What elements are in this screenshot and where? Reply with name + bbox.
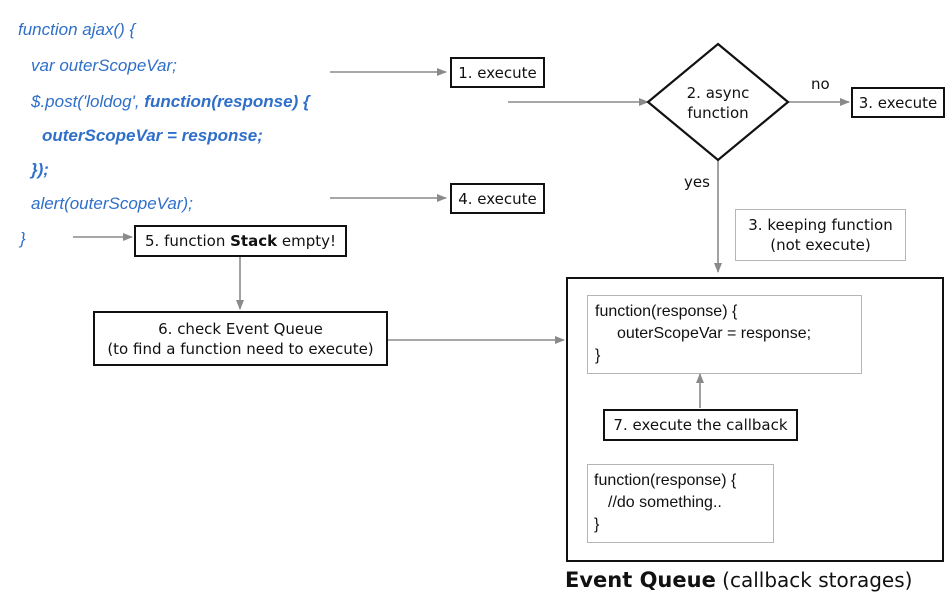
async-label-line-2: function: [687, 104, 749, 122]
check-queue-line-1: 6. check Event Queue: [158, 319, 323, 338]
code-post-callback: function(response) {: [144, 92, 310, 111]
event-queue-caption-subtitle: (callback storages): [715, 568, 913, 592]
stack-suffix: empty!: [277, 232, 336, 250]
check-queue-line-2: (to find a function need to execute): [107, 339, 374, 358]
queued-fn2-line-3: }: [594, 516, 600, 533]
step-1-execute-box: 1. execute: [450, 57, 545, 88]
code-line-assignment: outerScopeVar = response;: [42, 126, 263, 145]
step-3-keeping-function-box: 3. keeping function (not execute): [735, 209, 906, 261]
code-line-post-call: $.post('loldog', function(response) {: [31, 92, 310, 112]
code-line-callback-close: });: [31, 160, 49, 179]
step-4-label: 4. execute: [458, 189, 537, 208]
step-6-check-event-queue-box: 6. check Event Queue (to find a function…: [93, 311, 388, 366]
stack-prefix: 5. function: [145, 232, 231, 250]
no-branch-label: no: [811, 75, 830, 93]
keeping-line-2: (not execute): [770, 236, 871, 254]
step-4-execute-box: 4. execute: [450, 183, 545, 214]
queued-fn2-line-2: //do something..: [608, 494, 722, 511]
queued-callback-function-2: function(response) { //do something.. }: [587, 464, 774, 543]
step-3-execute-box: 3. execute: [851, 87, 945, 118]
async-decision-diamond: [646, 42, 790, 162]
code-line-function-ajax: function ajax() {: [18, 20, 136, 39]
step-7-execute-callback-box: 7. execute the callback: [603, 409, 798, 441]
event-queue-caption-title: Event Queue: [565, 568, 716, 592]
event-queue-container: [566, 277, 944, 562]
queued-fn1-line-2: outerScopeVar = response;: [617, 325, 812, 342]
queued-fn1-line-1: function(response) {: [595, 303, 738, 320]
code-line-function-close: }: [20, 229, 26, 248]
queued-fn1-line-3: }: [595, 347, 601, 364]
event-queue-caption: Event Queue (callback storages): [565, 568, 912, 592]
queued-callback-function-1: function(response) { outerScopeVar = res…: [587, 295, 862, 374]
step-1-label: 1. execute: [458, 63, 537, 82]
async-diamond-label: 2. async function: [679, 83, 757, 123]
queued-fn2-line-1: function(response) {: [594, 472, 737, 489]
code-line-alert: alert(outerScopeVar);: [31, 194, 193, 213]
stack-bold-word: Stack: [230, 232, 278, 250]
code-line-var-declaration: var outerScopeVar;: [31, 56, 177, 75]
code-post-prefix: $.post('loldog',: [31, 92, 145, 111]
yes-branch-label: yes: [684, 173, 710, 191]
step-5-stack-empty-box: 5. function Stack empty!: [134, 225, 347, 257]
keeping-line-1: 3. keeping function: [748, 216, 893, 234]
step-7-label: 7. execute the callback: [613, 416, 788, 434]
step-3-execute-label: 3. execute: [858, 93, 938, 112]
async-label-line-1: 2. async: [686, 84, 750, 102]
